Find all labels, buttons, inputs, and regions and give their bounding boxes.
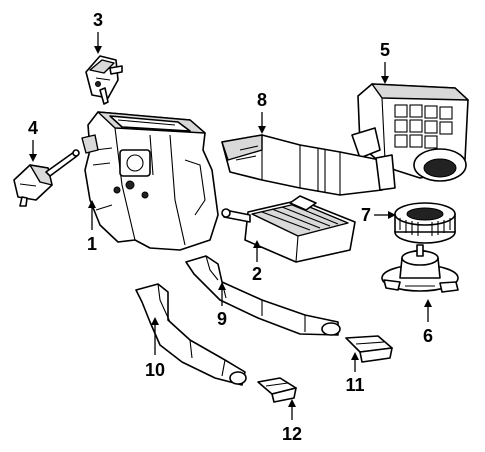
arrowhead-9 (218, 282, 226, 290)
part-11-duct-connector (345, 335, 393, 363)
arrowhead-11 (351, 352, 359, 360)
leader-arrows (29, 32, 432, 420)
callout-9: 9 (217, 309, 227, 329)
callout-2: 2 (252, 264, 262, 284)
part-1-heater-case (81, 111, 219, 251)
arrowhead-6 (424, 299, 432, 307)
part-5-blower-case (351, 83, 469, 182)
part-8-air-duct (221, 134, 396, 196)
callout-6: 6 (423, 326, 433, 346)
part-2-heater-core (221, 195, 356, 263)
callout-3: 3 (93, 10, 103, 30)
callout-12: 12 (282, 424, 302, 444)
arrowhead-5 (381, 76, 389, 84)
callout-1: 1 (87, 234, 97, 254)
callout-4: 4 (28, 118, 38, 138)
arrowhead-3 (94, 46, 102, 54)
arrowhead-8 (258, 126, 266, 134)
callout-7: 7 (361, 205, 371, 225)
callout-labels: 1 2 3 4 5 6 7 8 9 10 11 12 (28, 10, 433, 444)
part-10-floor-duct (135, 283, 247, 386)
part-4-control-motor (13, 149, 80, 207)
arrowhead-1 (88, 200, 96, 208)
arrowhead-4 (29, 154, 37, 162)
arrowhead-2 (253, 240, 261, 248)
part-12-small-duct (257, 377, 297, 403)
part-6-blower-motor (381, 244, 459, 293)
part-3-servo-motor (85, 55, 123, 105)
callout-8: 8 (257, 90, 267, 110)
callout-10: 10 (145, 360, 165, 380)
arrowhead-10 (151, 317, 159, 325)
part-7-blower-fan (394, 202, 456, 244)
arrowhead-7 (388, 211, 396, 219)
arrowhead-12 (288, 399, 296, 407)
part-9-rear-duct (185, 255, 341, 336)
callout-5: 5 (380, 40, 390, 60)
callout-11: 11 (345, 375, 364, 395)
